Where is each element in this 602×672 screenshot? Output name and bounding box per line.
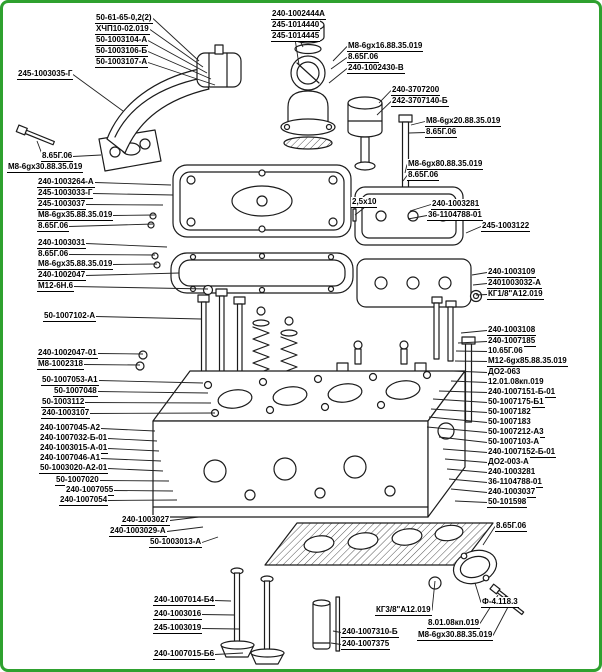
part-label: 8.65Г.06 bbox=[425, 127, 458, 138]
part-label: 50-1007053-А1 bbox=[41, 375, 99, 386]
cylinder-head bbox=[152, 370, 466, 518]
part-label: 50-1003013-А bbox=[149, 537, 203, 548]
part-label: 240-1003264-А bbox=[37, 177, 95, 188]
part-label: М8-6gх20.88.35.019 bbox=[425, 116, 502, 127]
part-label: 240-1007375 bbox=[341, 639, 391, 650]
engine-exploded-drawing bbox=[15, 18, 525, 665]
part-label: 2401003032-А bbox=[487, 278, 542, 289]
manifold-gasket bbox=[356, 258, 472, 308]
part-label: М12-6gх85.88.35.019 bbox=[487, 356, 568, 367]
part-label: 240-1002444А bbox=[271, 9, 326, 20]
part-label: 245-1003035-Г bbox=[17, 69, 74, 80]
part-label: 50-61-65-0,2(2) bbox=[95, 13, 153, 24]
head-gasket bbox=[264, 522, 494, 566]
part-label: 8.65Г.06 bbox=[495, 521, 528, 532]
valves bbox=[220, 567, 285, 665]
thermostat bbox=[290, 55, 326, 91]
side-cover-plate bbox=[452, 549, 498, 585]
part-label: 50-1003107-А bbox=[95, 57, 149, 68]
tappet-and-pushrod bbox=[312, 596, 341, 652]
part-label: 240-1003108 bbox=[487, 325, 537, 336]
part-label: 240-1007015-Б6 bbox=[153, 649, 216, 660]
part-label: М8-6gх30.88.35.019 bbox=[417, 630, 494, 641]
thermostat-housing bbox=[280, 90, 336, 150]
part-label: М8-1002318 bbox=[37, 359, 84, 370]
head-bolts bbox=[197, 288, 246, 395]
part-label: 245-1003122 bbox=[481, 221, 531, 232]
pipe-plug-icon bbox=[469, 289, 483, 303]
part-label: 242-3707140-Б bbox=[391, 96, 449, 107]
part-label: 50-1003104-А bbox=[95, 35, 149, 46]
part-label: 245-1003037 bbox=[37, 199, 87, 210]
part-label: КГ3/8"А12.019 bbox=[375, 605, 432, 616]
part-label: 245-1003033-Г bbox=[37, 188, 94, 199]
part-label: 240-1007014-Б4 bbox=[153, 595, 216, 606]
part-label: 240-1003027 bbox=[121, 515, 171, 526]
part-label: 240-3707200 bbox=[391, 85, 441, 96]
part-label: 8.65Г.06 bbox=[407, 170, 440, 181]
valve-cover bbox=[172, 164, 352, 238]
part-label: Ф-4.118.3 bbox=[481, 597, 519, 608]
part-label: 240-1002047-01 bbox=[37, 348, 98, 359]
part-label: 50-1003106-Б bbox=[95, 46, 149, 57]
side-studs bbox=[431, 296, 457, 362]
part-label: ХЧП10-02.019 bbox=[95, 24, 150, 35]
part-label: 8.65Г.06 bbox=[347, 52, 380, 63]
part-label: 245-1014440 bbox=[271, 20, 321, 31]
part-label: 245-1014445 bbox=[271, 31, 321, 42]
part-label: 50-101598 bbox=[487, 497, 528, 508]
part-label: КГ1/8"А12.019 bbox=[487, 289, 544, 300]
bolt-left-icon bbox=[15, 124, 55, 146]
part-label: 50-1007048 bbox=[53, 386, 98, 397]
part-label: 240-1002430-В bbox=[347, 63, 405, 74]
part-label: 240-1002047 bbox=[37, 270, 87, 281]
part-label: 240-1007310-Б bbox=[341, 627, 399, 638]
part-label: 240-1003109 bbox=[487, 267, 537, 278]
part-label: 240-1003107 bbox=[41, 408, 91, 419]
part-label: М8-6gх80.88.35.019 bbox=[407, 159, 484, 170]
breather-cap bbox=[347, 96, 383, 171]
part-label: 245-1003019 bbox=[153, 623, 203, 634]
part-label: 36-1104788-01 bbox=[427, 210, 483, 221]
part-label: 8.65Г.06 bbox=[37, 221, 70, 232]
part-label: 50-1003020-А2-01 bbox=[39, 463, 109, 474]
part-label: 240-1003281 bbox=[431, 199, 481, 210]
part-label: М8-6gх30.88.35.019 bbox=[7, 162, 84, 173]
part-label: 8.65Г.06 bbox=[41, 151, 74, 162]
part-label: 8.01.08кп.019 bbox=[427, 618, 481, 629]
part-label: 2,5х10 bbox=[351, 197, 378, 208]
part-label: 50-1003112 bbox=[41, 397, 86, 408]
part-label: М8-6gх16.88.35.019 bbox=[347, 41, 424, 52]
part-label: 240-1003016 bbox=[153, 609, 203, 620]
part-label: 240-1003029-А bbox=[109, 526, 167, 537]
part-label: М12-6Н.6 bbox=[37, 281, 75, 292]
part-label: М8-6gх35.88.35.019 bbox=[37, 259, 114, 270]
part-label: М8-6gх35.88.35.019 bbox=[37, 210, 114, 221]
part-label: 240-1007054 bbox=[59, 495, 109, 506]
part-label: 240-1003031 bbox=[37, 238, 87, 249]
part-label: 50-1007102-А bbox=[43, 311, 97, 322]
